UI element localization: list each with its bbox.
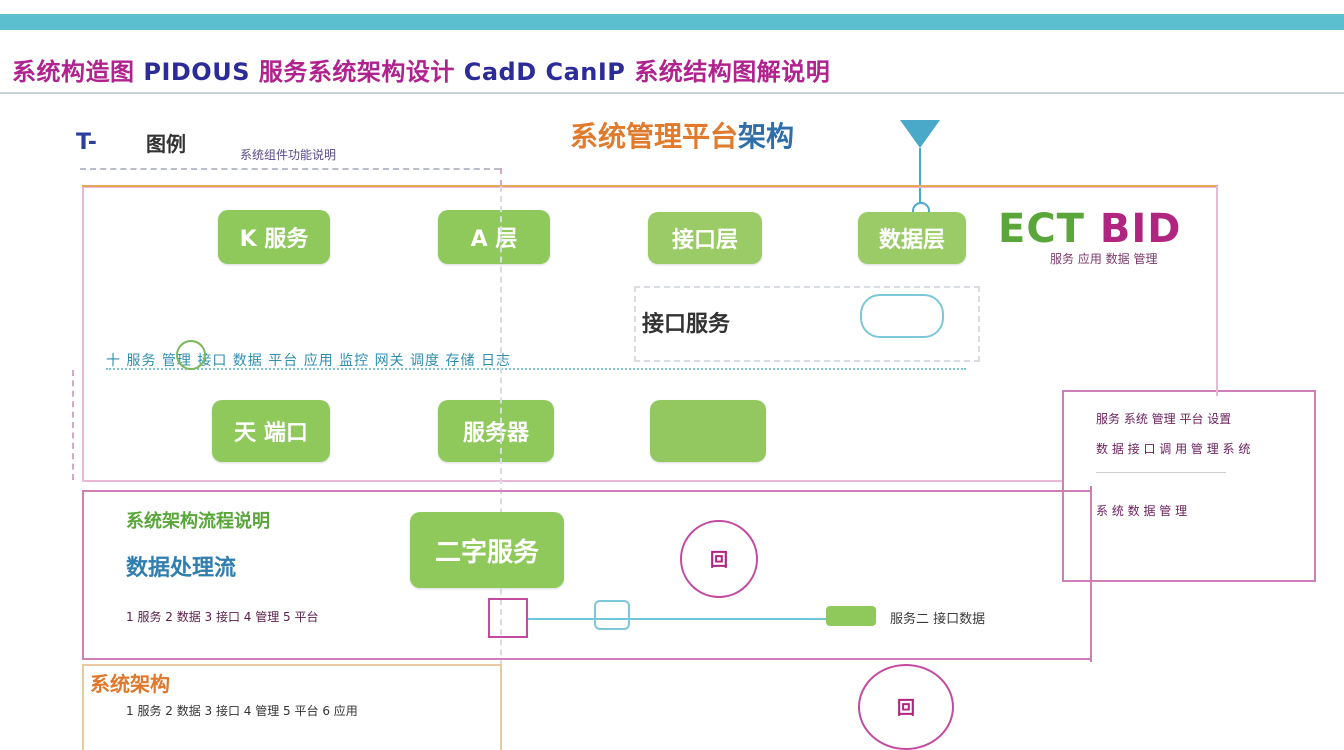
cloud-icon: [860, 294, 944, 338]
node-top-3[interactable]: 接口层: [648, 212, 762, 264]
lower-heading-1: 系统架构流程说明: [126, 511, 270, 532]
interface-box-label: 接口服务: [642, 312, 731, 337]
bottom-list: 1 服务 2 数据 3 接口 4 管理 5 平台 6 应用: [126, 704, 358, 718]
monitor-icon: [594, 600, 630, 630]
server-icon: [826, 606, 876, 626]
node-row2-3[interactable]: [650, 400, 766, 462]
lower-heading-2: 数据处理流: [126, 556, 237, 581]
info-panel-divider: [1096, 472, 1226, 473]
node-top-1[interactable]: K 服务: [218, 210, 330, 264]
mid-row-line: [106, 368, 966, 370]
brand-subtitle: 服务 应用 数据 管理: [1050, 252, 1158, 266]
node-top-2[interactable]: A 层: [438, 210, 550, 264]
mid-row-text: 十 服务 管理 接口 数据 平台 应用 监控 网关 调度 存储 日志: [106, 353, 511, 369]
interface-box: [634, 286, 980, 362]
lower-list: 1 服务 2 数据 3 接口 4 管理 5 平台: [126, 610, 319, 624]
banner: 系统构造图 PIDOUS 服务系统架构设计 CadD CanIP 系统结构图解说…: [0, 42, 1344, 94]
node-row2-1[interactable]: 天 端口: [212, 400, 330, 462]
info-panel-line-1: 服务 系统 管理 平台 设置: [1096, 412, 1232, 426]
brand-accent: BID: [1099, 206, 1182, 252]
banner-title-part1: 系统构造图: [12, 58, 144, 86]
brand-logo: ECT BID: [998, 206, 1181, 252]
flag-pole: [919, 148, 921, 208]
banner-title-part2: 服务系统架构设计: [249, 58, 464, 86]
globe-icon: [176, 340, 206, 370]
flow-connector: [528, 618, 838, 620]
bottom-title: 系统架构: [90, 672, 170, 696]
info-panel-line-2: 数 据 接 口 调 用 管 理 系 统: [1096, 442, 1251, 456]
info-panel-line-3: 系 统 数 据 管 理: [1096, 504, 1188, 518]
info-panel: 服务 系统 管理 平台 设置 数 据 接 口 调 用 管 理 系 统 系 统 数…: [1062, 390, 1316, 582]
lower-right-border: [1090, 486, 1092, 662]
banner-title-latin1: PIDOUS: [143, 58, 250, 86]
process-icon: [488, 598, 528, 638]
flow-label: 服务二 接口数据: [890, 612, 986, 627]
diagram-frame-bottom: [82, 664, 502, 750]
legend-name: 图例: [146, 132, 186, 156]
diagram-frame-top-line: [82, 185, 1218, 187]
banner-title-latin2: CadD CanIP: [463, 58, 626, 86]
legend-mark: T-: [76, 130, 97, 155]
node-top-4[interactable]: 数据层: [858, 212, 966, 264]
circle-badge-2: 回: [858, 664, 954, 750]
legend-divider: [80, 168, 500, 170]
top-accent-bar: [0, 0, 1344, 30]
node-lower-main[interactable]: 二字服务: [410, 512, 564, 588]
circle-badge-1: 回: [680, 520, 758, 598]
center-dashed-line: [500, 186, 502, 746]
right-border-line: [1216, 186, 1218, 396]
left-dashed-line: [72, 370, 74, 480]
flag-icon: [900, 120, 940, 148]
top-accent-stripe: [0, 14, 1344, 30]
banner-title-part3: 系统结构图解说明: [625, 58, 831, 86]
main-title: 系统管理平台架构: [570, 115, 794, 155]
banner-title: 系统构造图 PIDOUS 服务系统架构设计 CadD CanIP 系统结构图解说…: [12, 52, 830, 87]
legend-connector: [500, 168, 502, 186]
legend-subtitle: 系统组件功能说明: [240, 148, 337, 162]
main-title-a: 系统管理平台: [570, 120, 739, 153]
brand-main: ECT: [998, 206, 1100, 252]
main-title-b: 架构: [738, 120, 795, 153]
node-row2-2[interactable]: 服务器: [438, 400, 554, 462]
